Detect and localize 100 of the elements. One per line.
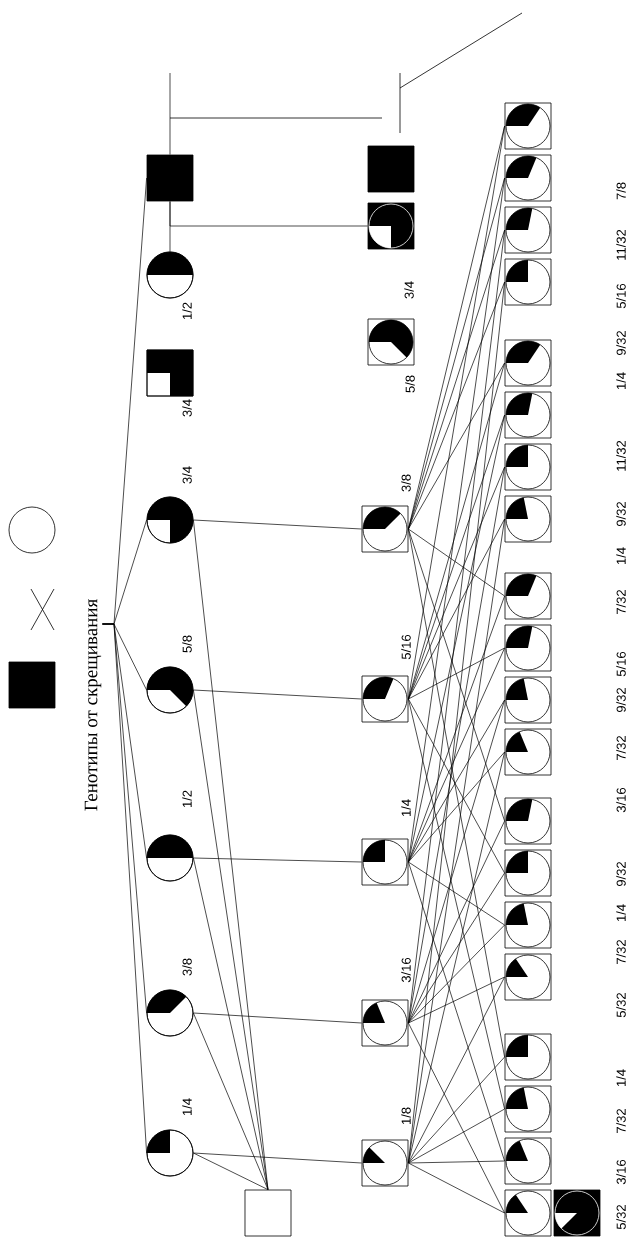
fraction-label: 1/4	[616, 1069, 626, 1087]
circle-symbol	[146, 496, 194, 544]
fraction-label: 7/32	[616, 736, 626, 760]
square-symbol	[504, 443, 552, 491]
fraction-label: 1/4	[616, 904, 626, 922]
pedigree-line	[408, 699, 505, 1024]
fraction-label: 5/16	[616, 283, 626, 309]
circle-symbol	[146, 666, 194, 714]
pedigree-line	[169, 201, 368, 227]
pedigree-line	[408, 1022, 505, 1214]
square-symbol	[504, 953, 552, 1001]
pedigree-line	[408, 1108, 505, 1164]
pedigree-line	[408, 528, 505, 822]
pedigree-line	[193, 519, 269, 1190]
pedigree-line	[193, 689, 362, 700]
pedigree-line	[193, 1152, 362, 1164]
square-symbol	[361, 1139, 409, 1187]
pedigree-line	[169, 72, 171, 155]
pedigree-line	[408, 528, 505, 597]
square-symbol	[367, 145, 415, 193]
square-symbol	[504, 339, 552, 387]
pedigree-line	[408, 647, 505, 700]
pedigree-line	[408, 861, 505, 1162]
pedigree-line	[408, 362, 505, 530]
fraction-label: 1/4	[182, 1098, 192, 1116]
fraction-label: 9/32	[616, 331, 626, 356]
square-symbol	[504, 1137, 552, 1185]
fraction-label: 3/4	[182, 399, 192, 417]
fraction-label: 5/8	[182, 635, 192, 653]
pedigree-line	[408, 595, 505, 863]
fraction-label: 5/8	[405, 375, 415, 393]
square-symbol	[553, 1189, 601, 1237]
circle-symbol	[146, 251, 194, 299]
fraction-label: 3/8	[182, 958, 192, 976]
fraction-label: 5/32	[616, 993, 626, 1018]
pedigree-line	[408, 1160, 505, 1164]
fraction-label: 7/8	[616, 182, 626, 200]
square-symbol	[361, 999, 409, 1047]
pedigree-line	[408, 976, 505, 1164]
square-symbol	[504, 495, 552, 543]
fraction-label: 1/4	[401, 799, 411, 817]
pedigree-line	[193, 1012, 269, 1190]
circle-symbol	[146, 834, 194, 882]
pedigree-line	[193, 1152, 269, 1190]
fraction-label: 1/4	[616, 547, 626, 565]
square-symbol	[504, 102, 552, 150]
fraction-label: 5/16	[401, 634, 411, 660]
square-symbol	[504, 676, 552, 724]
circle-symbol	[146, 989, 194, 1037]
fraction-label: 3/8	[401, 474, 411, 492]
pedigree-line	[193, 857, 362, 863]
pedigree-line	[408, 362, 505, 700]
square-symbol	[504, 728, 552, 776]
square-symbol	[504, 1189, 552, 1237]
pedigree-line	[408, 751, 505, 863]
square-symbol	[504, 901, 552, 949]
fraction-label: 1/4	[616, 372, 626, 390]
pedigree-line	[102, 177, 147, 625]
fraction-label: 9/32	[616, 502, 626, 527]
pedigree-line	[408, 751, 505, 1164]
fraction-label: 3/16	[616, 787, 626, 813]
fraction-label: 11/32	[616, 440, 626, 471]
pedigree-line	[408, 924, 505, 1024]
square-symbol	[504, 849, 552, 897]
square-symbol	[361, 838, 409, 886]
pedigree-line	[408, 125, 505, 700]
square-symbol	[367, 318, 415, 366]
square-symbol	[8, 661, 56, 709]
circle-symbol	[146, 1129, 194, 1177]
circle-symbol	[8, 506, 56, 554]
fraction-label: 3/16	[401, 957, 411, 983]
fraction-label: 7/32	[616, 940, 626, 964]
pedigree-line	[408, 281, 505, 1164]
square-symbol	[367, 202, 415, 250]
pedigree-line	[408, 528, 505, 1058]
square-symbol	[504, 206, 552, 254]
pedigree-line	[408, 1056, 505, 1164]
square-symbol	[504, 572, 552, 620]
fraction-label: 11/32	[616, 229, 626, 260]
square-symbol	[504, 1085, 552, 1133]
square-symbol	[361, 675, 409, 723]
square-symbol	[244, 1189, 292, 1237]
pedigree-line	[408, 177, 505, 863]
fraction-label: 1/2	[182, 302, 192, 320]
square-symbol	[361, 505, 409, 553]
square-symbol	[504, 797, 552, 845]
square-symbol	[504, 1033, 552, 1081]
pedigree-line	[408, 872, 505, 1024]
pedigree-line	[193, 519, 362, 530]
fraction-label: 1/8	[401, 1107, 411, 1125]
fraction-label: 5/16	[616, 651, 626, 677]
square-symbol	[504, 258, 552, 306]
square-symbol	[504, 391, 552, 439]
pedigree-line	[408, 976, 505, 1024]
pedigree-line	[408, 698, 505, 1110]
pedigree-line	[408, 861, 505, 926]
fraction-label: 1/2	[182, 790, 192, 808]
fraction-label: 9/32	[616, 688, 626, 713]
pedigree-line	[408, 414, 505, 700]
square-symbol	[504, 154, 552, 202]
